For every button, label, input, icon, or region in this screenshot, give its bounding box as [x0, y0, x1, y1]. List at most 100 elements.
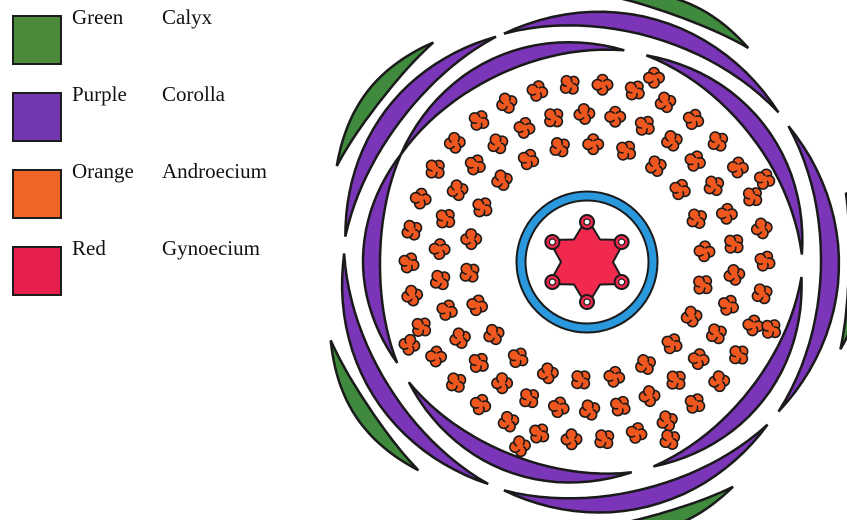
- legend-color-name: Green: [72, 5, 123, 30]
- legend-swatch-green: [12, 15, 62, 65]
- stamen: [539, 103, 568, 132]
- legend-swatch-orange: [12, 169, 62, 219]
- stamen: [724, 340, 753, 369]
- stamen: [602, 365, 626, 389]
- stamen: [465, 107, 493, 135]
- stamen: [716, 203, 738, 225]
- legend: Green Calyx Purple Corolla Orange Androe…: [0, 0, 330, 300]
- stamen: [704, 127, 732, 155]
- stamen: [727, 156, 749, 178]
- stamen: [656, 426, 684, 454]
- stamen: [442, 368, 470, 396]
- stamen: [496, 409, 521, 434]
- stamen: [687, 347, 711, 371]
- stamen: [748, 280, 775, 307]
- stamen: [461, 229, 482, 250]
- stamen: [462, 151, 489, 178]
- stamen: [590, 425, 619, 454]
- stamen: [561, 429, 582, 450]
- stamen: [680, 305, 704, 329]
- legend-color-name: Red: [72, 236, 106, 261]
- stamen: [515, 146, 541, 172]
- legend-part-name: Gynoecium: [162, 236, 260, 261]
- stamen: [431, 204, 460, 233]
- stamen: [693, 240, 715, 262]
- stamen: [465, 349, 493, 377]
- legend-swatch-purple: [12, 92, 62, 142]
- stamen: [715, 292, 742, 319]
- stamen: [455, 258, 484, 287]
- stamen: [644, 68, 664, 88]
- stamen: [465, 293, 490, 318]
- legend-swatch-red: [12, 246, 62, 296]
- stamen: [426, 266, 454, 294]
- sepal: [337, 43, 434, 167]
- stamen: [398, 216, 426, 244]
- stamen: [484, 130, 512, 158]
- stamen: [605, 107, 625, 127]
- stamen: [468, 193, 496, 221]
- stamen: [421, 155, 450, 184]
- stamen: [546, 395, 571, 420]
- stamen: [662, 366, 691, 395]
- petal: [646, 55, 802, 254]
- legend-part-name: Corolla: [162, 82, 225, 107]
- stamen: [525, 79, 550, 104]
- stamen: [606, 392, 634, 420]
- stamen: [425, 346, 447, 368]
- stamen: [722, 263, 746, 287]
- stamen: [703, 320, 730, 347]
- stamen: [750, 216, 774, 240]
- stamen: [612, 136, 641, 165]
- sepal: [840, 193, 847, 350]
- stamen: [395, 249, 422, 276]
- stamen: [658, 330, 685, 357]
- stamen: [631, 112, 660, 141]
- stamen: [467, 392, 493, 418]
- stamen: [624, 421, 649, 446]
- stamen: [688, 270, 717, 299]
- stamen: [447, 325, 472, 350]
- stamen: [537, 362, 559, 384]
- stamen: [573, 103, 596, 126]
- legend-part-name: Androecium: [162, 159, 267, 184]
- petal: [363, 155, 401, 363]
- stamen: [493, 90, 520, 117]
- stamen: [515, 384, 544, 413]
- legend-color-name: Purple: [72, 82, 127, 107]
- legend-color-name: Orange: [72, 159, 134, 184]
- stamen: [653, 90, 678, 115]
- stamen: [434, 297, 460, 323]
- stamen: [555, 70, 584, 99]
- stamen: [546, 133, 574, 161]
- stamen: [576, 397, 603, 424]
- stamen: [489, 167, 514, 192]
- stamen: [566, 365, 595, 394]
- stamen: [446, 178, 470, 202]
- stamen: [409, 187, 432, 210]
- stamen: [504, 344, 532, 372]
- floral-diagram: [320, 0, 847, 520]
- stamen: [708, 370, 730, 392]
- stamen: [513, 116, 536, 139]
- stamen: [429, 238, 451, 260]
- stamen: [667, 176, 693, 202]
- stamen: [751, 247, 778, 274]
- stamen: [400, 284, 424, 308]
- stamen: [659, 128, 684, 153]
- stamen: [682, 148, 708, 174]
- stamen: [443, 131, 466, 154]
- stamen: [683, 205, 711, 233]
- legend-part-name: Calyx: [162, 5, 212, 30]
- stamen: [681, 390, 709, 418]
- stamen: [680, 106, 706, 132]
- stamen: [632, 351, 659, 378]
- stamen: [492, 373, 513, 394]
- stamen: [592, 75, 612, 95]
- stamen: [700, 172, 728, 200]
- stamen: [643, 154, 668, 179]
- stamen: [719, 230, 748, 259]
- ovary-center: [569, 244, 605, 280]
- stamen: [481, 321, 508, 348]
- stamen: [583, 134, 603, 154]
